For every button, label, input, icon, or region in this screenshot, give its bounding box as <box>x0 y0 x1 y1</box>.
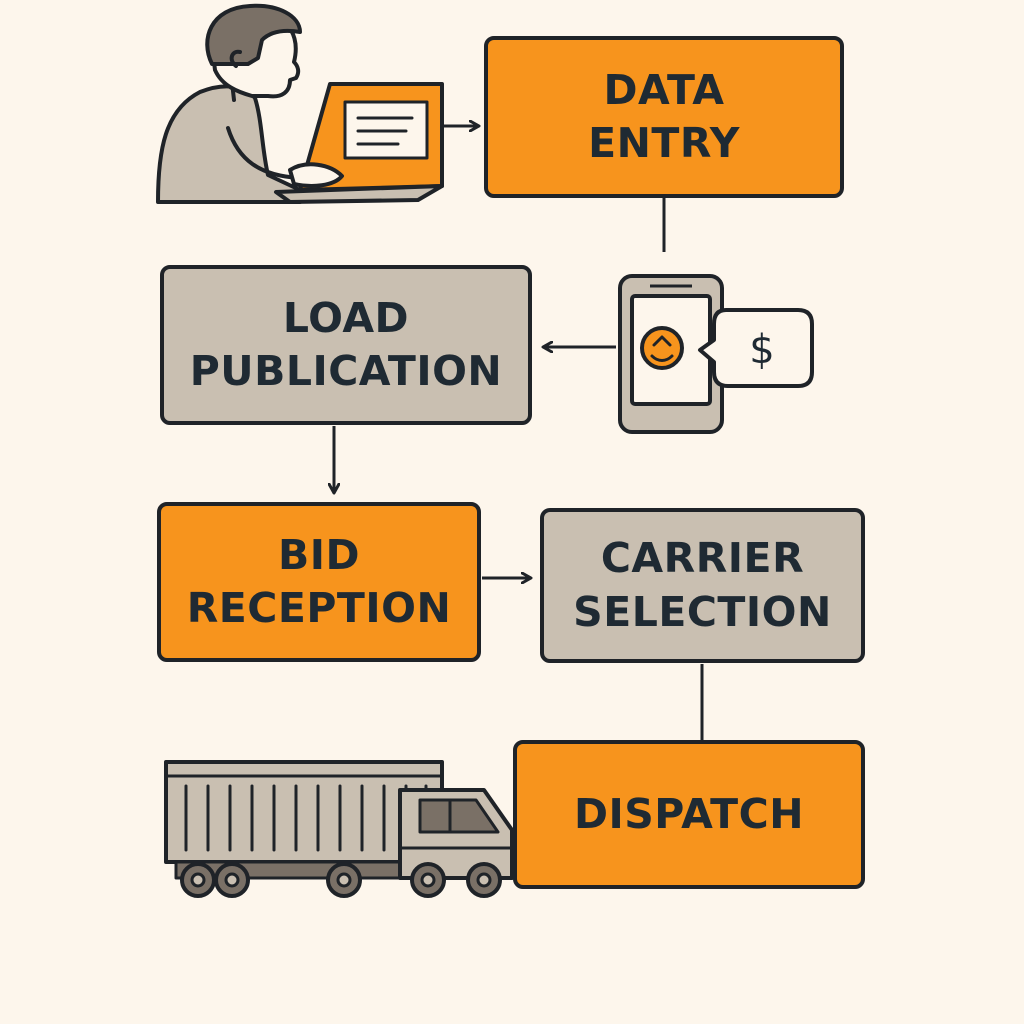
step-data-entry: DATA ENTRY <box>484 36 844 198</box>
step-dispatch: DISPATCH <box>513 740 865 889</box>
person-laptop-icon <box>156 3 444 204</box>
step-carrier-selection-label: CARRIER SELECTION <box>573 534 832 636</box>
step-bid-reception-label: BID RECEPTION <box>186 530 452 632</box>
step-dispatch-label: DISPATCH <box>573 789 805 838</box>
dollar-badge-text: $ <box>749 327 774 373</box>
step-load-publication-label: LOAD PUBLICATION <box>189 293 503 395</box>
smartphone-icon <box>618 274 724 434</box>
truck-icon <box>164 760 514 898</box>
step-data-entry-label: DATA ENTRY <box>588 65 740 167</box>
dollar-speech-bubble-icon: $ <box>698 308 814 388</box>
step-carrier-selection: CARRIER SELECTION <box>540 508 865 663</box>
step-bid-reception: BID RECEPTION <box>157 502 481 662</box>
step-load-publication: LOAD PUBLICATION <box>160 265 532 425</box>
